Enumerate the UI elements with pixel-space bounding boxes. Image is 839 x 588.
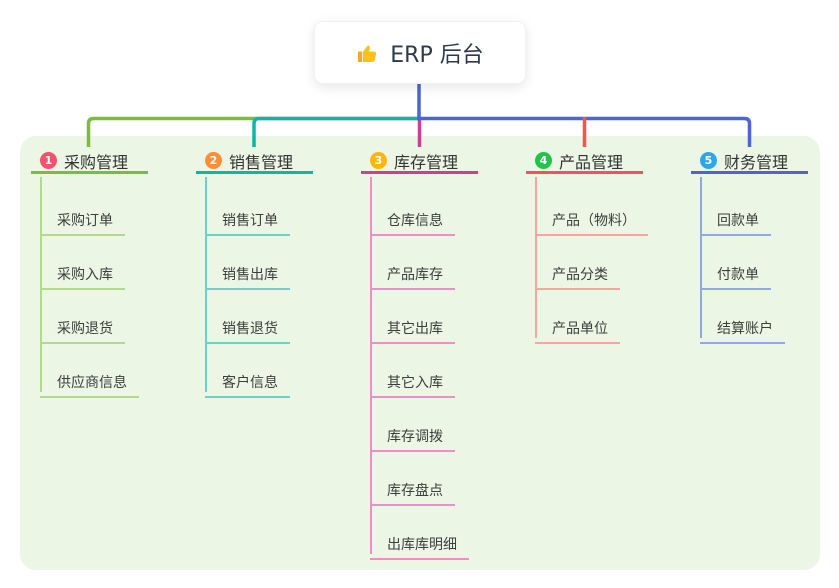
branch-node[interactable]: 2 销售管理 bbox=[196, 150, 313, 174]
child-node[interactable]: 库存盘点 bbox=[370, 474, 455, 506]
branch-label: 财务管理 bbox=[724, 152, 789, 172]
child-node[interactable]: 采购订单 bbox=[40, 204, 125, 236]
child-node[interactable]: 采购入库 bbox=[40, 258, 125, 290]
branch-trunk-line bbox=[370, 177, 372, 554]
branches-background-panel bbox=[20, 136, 820, 570]
thumbs-up-icon bbox=[358, 45, 377, 62]
child-node[interactable]: 结算账户 bbox=[700, 312, 785, 344]
branch-node[interactable]: 3 库存管理 bbox=[361, 150, 478, 174]
branch-label: 库存管理 bbox=[394, 152, 459, 172]
child-node[interactable]: 回款单 bbox=[700, 204, 771, 236]
branch-node[interactable]: 1 采购管理 bbox=[31, 150, 148, 174]
branch-trunk-line bbox=[700, 177, 702, 338]
branch-number-badge: 4 bbox=[535, 152, 552, 169]
child-node[interactable]: 出库库明细 bbox=[370, 528, 469, 560]
root-node-erp[interactable]: ERP 后台 bbox=[314, 21, 526, 84]
branch-label: 采购管理 bbox=[64, 152, 129, 172]
branch-number-badge: 1 bbox=[40, 152, 57, 169]
child-node[interactable]: 采购退货 bbox=[40, 312, 125, 344]
child-node[interactable]: 产品（物料） bbox=[535, 204, 648, 236]
child-node[interactable]: 产品单位 bbox=[535, 312, 620, 344]
branch-node[interactable]: 5 财务管理 bbox=[691, 150, 808, 174]
child-node[interactable]: 销售退货 bbox=[205, 312, 290, 344]
child-node[interactable]: 产品库存 bbox=[370, 258, 455, 290]
child-node[interactable]: 供应商信息 bbox=[40, 366, 139, 398]
branch-label: 产品管理 bbox=[559, 152, 624, 172]
branch-node[interactable]: 4 产品管理 bbox=[526, 150, 643, 174]
branch-trunk-line bbox=[535, 177, 537, 338]
root-node-label: ERP 后台 bbox=[390, 42, 484, 68]
child-node[interactable]: 其它出库 bbox=[370, 312, 455, 344]
child-node[interactable]: 客户信息 bbox=[205, 366, 290, 398]
child-node[interactable]: 其它入库 bbox=[370, 366, 455, 398]
child-node[interactable]: 销售出库 bbox=[205, 258, 290, 290]
branch-trunk-line bbox=[205, 177, 207, 392]
branch-number-badge: 5 bbox=[700, 152, 717, 169]
branch-number-badge: 2 bbox=[205, 152, 222, 169]
branch-label: 销售管理 bbox=[229, 152, 294, 172]
child-node[interactable]: 仓库信息 bbox=[370, 204, 455, 236]
child-node[interactable]: 库存调拨 bbox=[370, 420, 455, 452]
child-node[interactable]: 产品分类 bbox=[535, 258, 620, 290]
branch-number-badge: 3 bbox=[370, 152, 387, 169]
branch-trunk-line bbox=[40, 177, 42, 392]
child-node[interactable]: 销售订单 bbox=[205, 204, 290, 236]
child-node[interactable]: 付款单 bbox=[700, 258, 771, 290]
